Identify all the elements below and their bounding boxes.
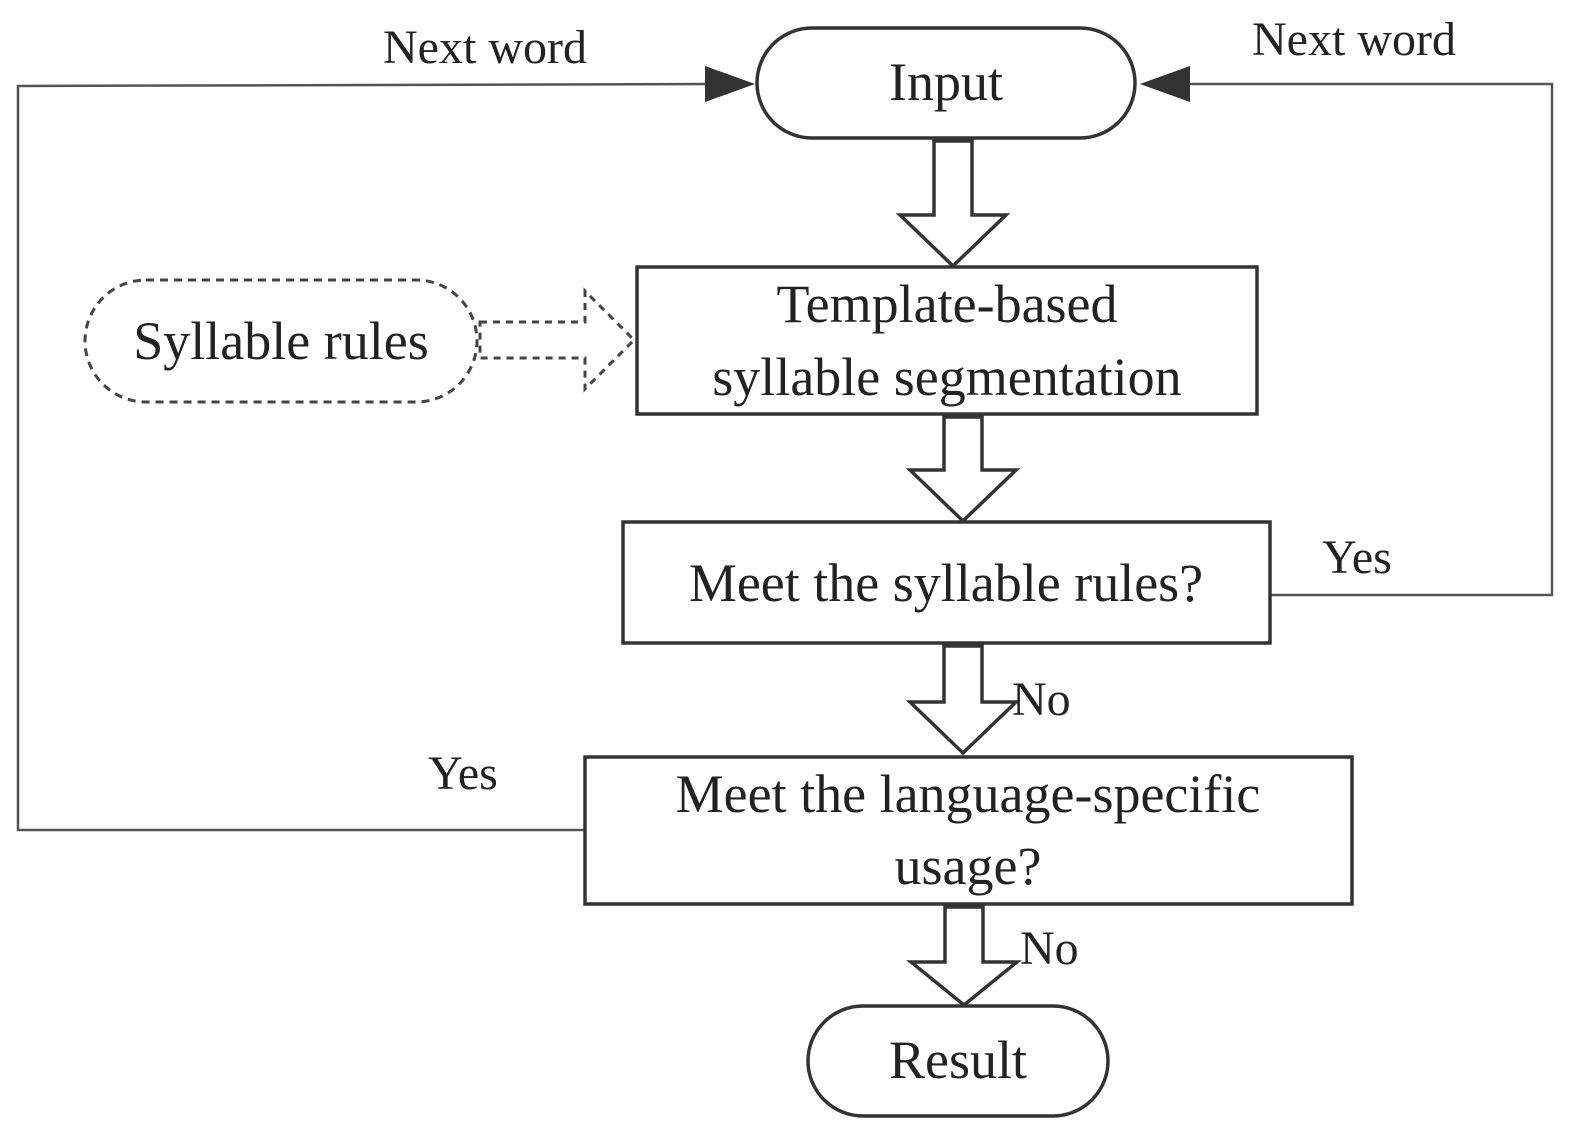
result-label: Result <box>889 1030 1027 1090</box>
segmentation-label-line2: syllable segmentation <box>712 347 1181 407</box>
yes-left-label: Yes <box>428 747 498 800</box>
loop-left-connector <box>16 82 711 832</box>
result-node: Result <box>806 1004 1110 1118</box>
check-syllable-label: Meet the syllable rules? <box>689 553 1203 613</box>
segmentation-label-line1: Template-based <box>776 274 1117 334</box>
loop-left-arrowhead <box>705 66 755 102</box>
no-first-label: No <box>1012 673 1071 726</box>
syllable-rules-label: Syllable rules <box>133 311 428 371</box>
check-syllable-node: Meet the syllable rules? <box>621 520 1272 645</box>
next-word-left-label: Next word <box>383 21 587 74</box>
check-language-node: Meet the language-specific usage? <box>583 755 1354 906</box>
loop-right-arrowhead <box>1140 66 1190 102</box>
yes-right-label: Yes <box>1322 531 1392 584</box>
no-second-label: No <box>1020 922 1079 975</box>
arrow-segmentation-to-check-syllable <box>905 415 1021 524</box>
check-language-label-line1: Meet the language-specific <box>676 764 1261 824</box>
syllable-rules-node: Syllable rules <box>83 278 479 404</box>
input-node: Input <box>755 26 1137 140</box>
next-word-right-label: Next word <box>1252 13 1456 66</box>
arrow-check-language-to-result <box>906 905 1022 1008</box>
segmentation-node: Template-based syllable segmentation <box>635 265 1259 416</box>
loop-right-connector <box>1185 82 1554 597</box>
arrow-input-to-segmentation <box>895 139 1011 269</box>
input-label: Input <box>889 52 1003 112</box>
check-language-label-line2: usage? <box>895 836 1042 896</box>
arrow-rules-to-segmentation <box>478 287 637 393</box>
arrow-check-syllable-to-check-language <box>905 644 1021 756</box>
